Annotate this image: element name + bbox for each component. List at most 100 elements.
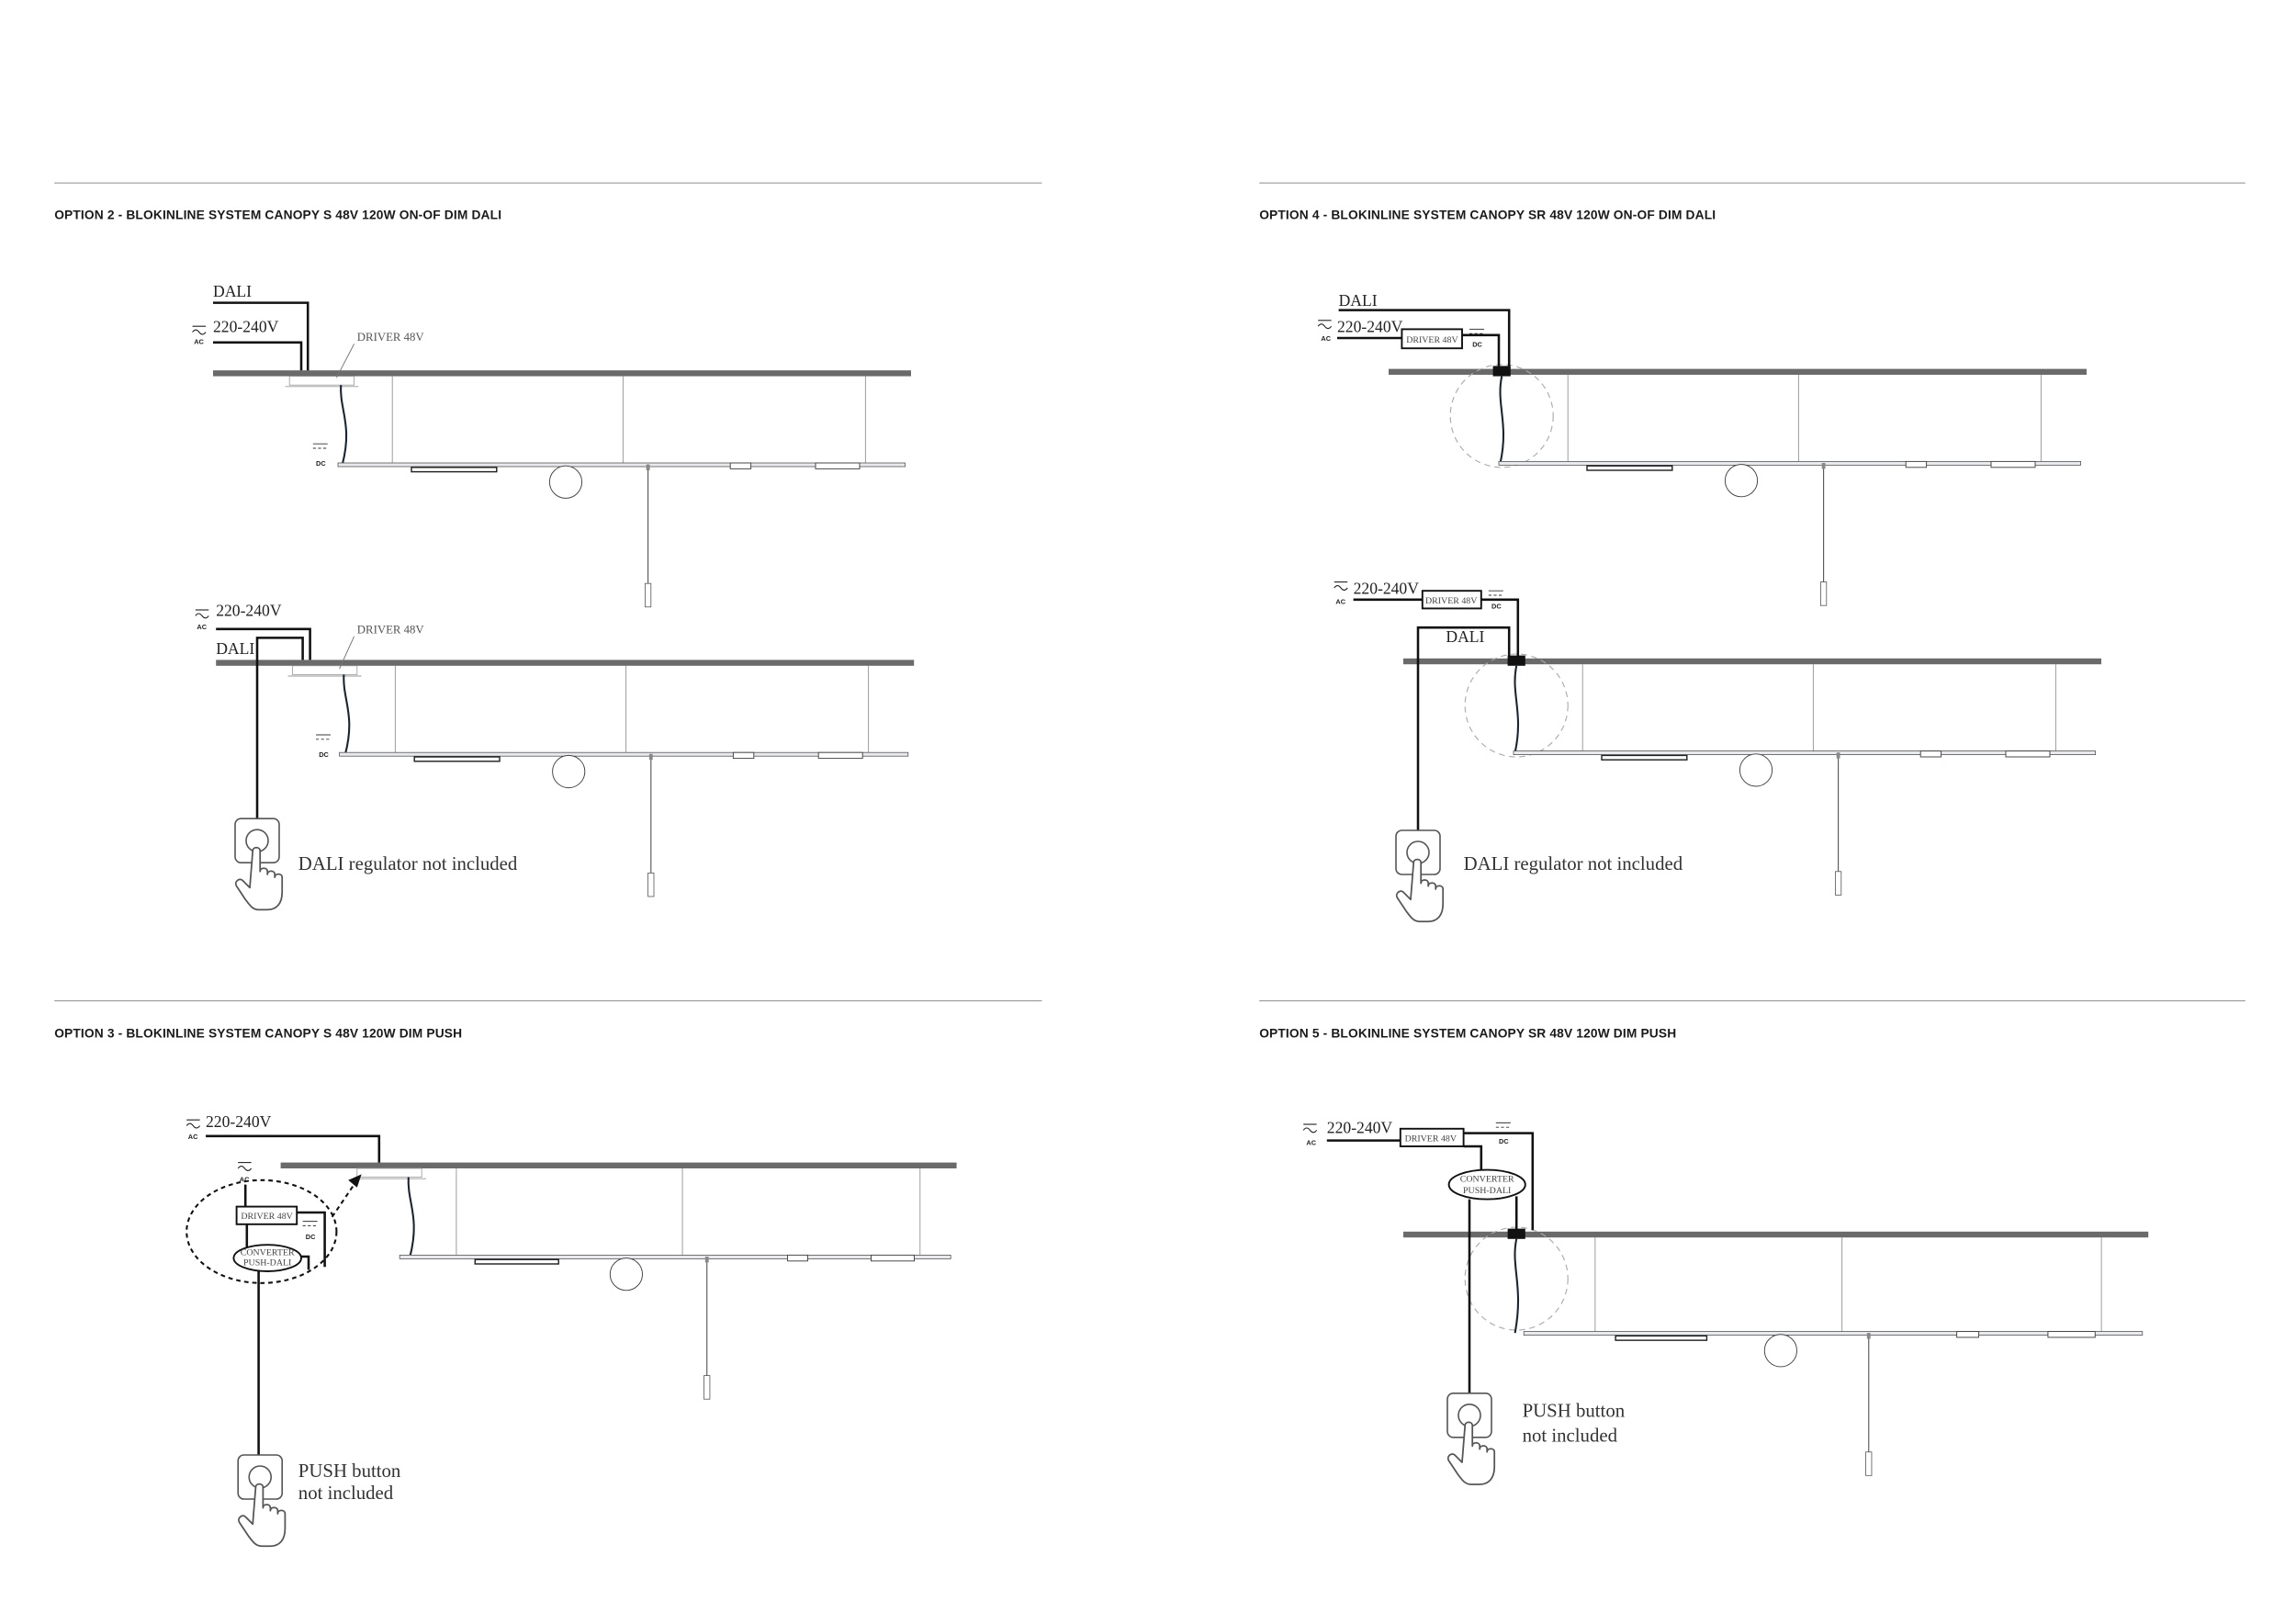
junction-block (1492, 366, 1511, 377)
magnetic-track (399, 1255, 951, 1259)
spot-module (732, 751, 755, 760)
converter-push-dali (232, 1244, 302, 1272)
ac-label: AC (197, 623, 207, 631)
push-note-line-1: PUSH button (1523, 1400, 1626, 1421)
pendant-adapter (1836, 752, 1840, 759)
magnetic-track (339, 751, 909, 757)
ac-symbol-icon (186, 1119, 201, 1129)
driver-leader-line (335, 344, 355, 378)
driver-label: DRIVER 48V (1406, 335, 1458, 345)
pendant-adapter (646, 464, 650, 470)
driver-box (235, 1205, 298, 1225)
dc-symbol-icon (1495, 1122, 1511, 1128)
voltage-label: 220-240V (1327, 1119, 1393, 1137)
dc-label: DC (319, 750, 329, 759)
driver-housing (356, 1167, 422, 1179)
power-cable (407, 1177, 415, 1257)
ac-label: AC (1306, 1138, 1316, 1146)
power-cable (343, 674, 351, 755)
suspended-fixture (1403, 1226, 2149, 1476)
ac-symbol-icon (1317, 320, 1333, 330)
ac-label: AC (240, 1175, 250, 1183)
power-cable (1514, 665, 1520, 753)
driver-label: DRIVER 48V (1405, 1133, 1458, 1144)
push-note-line-2: not included (1523, 1426, 1618, 1447)
magnetic-track (337, 462, 906, 468)
pendant-adapter (704, 1257, 709, 1263)
magnetic-track (1513, 750, 2096, 755)
dali-regulator-button-icon (1395, 829, 1445, 923)
dc-label: DC (1491, 602, 1502, 610)
pendant-adapter (648, 753, 653, 761)
linear-light-module (411, 467, 498, 473)
driver-label: DRIVER 48V (241, 1212, 293, 1222)
junction-block (1507, 1228, 1525, 1239)
detail-circle (1464, 653, 1569, 758)
converter-label-2: PUSH-DALI (243, 1258, 291, 1269)
power-cable (340, 385, 348, 465)
dali-wire (1416, 626, 1511, 830)
linear-light-module (1601, 754, 1688, 761)
spot-module (729, 462, 752, 469)
spot-module (1919, 750, 1942, 758)
push-button-icon (237, 1454, 287, 1548)
push-button-icon (1446, 1393, 1496, 1485)
linear-light-module (413, 756, 501, 762)
spot-module (1956, 1331, 1980, 1338)
pendant-light (1835, 871, 1842, 896)
pendant-light (1820, 581, 1828, 606)
option-4-title: OPTION 4 - BLOKINLINE SYSTEM CANOPY SR 4… (1259, 208, 1716, 221)
linear-spot-module (2005, 750, 2051, 758)
ceiling-canopy-bar (1389, 368, 2087, 375)
option-2-bottom-wiring: 220-240V AC DALI DRIVER 48V DC DALI regu… (195, 601, 518, 911)
dc-symbol-icon (1469, 328, 1484, 334)
regulator-note: DALI regulator not included (298, 853, 518, 874)
ceiling-canopy-bar (1403, 658, 2101, 665)
ac-wire (206, 1134, 381, 1163)
globe-light (1763, 1334, 1797, 1368)
suspended-fixture (1389, 364, 2087, 606)
dali-label: DALI (1446, 627, 1484, 646)
pendant-light (703, 1375, 711, 1400)
driver-leader-line (339, 636, 355, 670)
linear-spot-module (870, 1254, 915, 1262)
dc-label: DC (1499, 1137, 1509, 1145)
magnetic-track (1498, 461, 2081, 466)
detail-circle (1449, 364, 1554, 468)
dali-wire (255, 637, 304, 819)
ac-wire (216, 627, 311, 660)
magnetic-track (1523, 1331, 2144, 1336)
option-3-title: OPTION 3 - BLOKINLINE SYSTEM CANOPY S 48… (54, 1027, 462, 1041)
ceiling-canopy-bar (280, 1162, 957, 1168)
driver-label: DRIVER 48V (357, 331, 425, 344)
converter-label-1: CONVERTER (241, 1247, 295, 1257)
push-note-line-2: not included (298, 1483, 394, 1504)
regulator-note: DALI regulator not included (1464, 853, 1683, 874)
spot-module (787, 1254, 808, 1262)
ac-symbol-icon (1334, 581, 1348, 591)
linear-spot-module (817, 751, 863, 760)
linear-spot-module (2047, 1331, 2096, 1338)
option-2-title: OPTION 2 - BLOKINLINE SYSTEM CANOPY S 48… (54, 208, 501, 221)
push-note-line-1: PUSH button (298, 1460, 401, 1482)
voltage-label: 220-240V (213, 318, 279, 336)
ac-symbol-icon (195, 609, 209, 619)
driver-housing (292, 665, 358, 675)
linear-light-module (1615, 1335, 1708, 1341)
globe-light (1739, 753, 1773, 787)
pendant-adapter (1821, 463, 1826, 469)
option-5-wiring: 220-240V AC DRIVER 48V DC CONVERTER PUSH… (1302, 1119, 1626, 1485)
dc-label: DC (1472, 341, 1482, 349)
suspended-fixture (213, 370, 911, 608)
dc-wire (1480, 598, 1520, 658)
dashed-arrow (331, 1179, 358, 1218)
globe-light (1724, 464, 1759, 498)
option-5-title: OPTION 5 - BLOKINLINE SYSTEM CANOPY SR 4… (1259, 1027, 1676, 1041)
dali-label: DALI (216, 639, 254, 658)
junction-block (1507, 655, 1525, 666)
driver-housing (288, 376, 355, 386)
globe-light (609, 1257, 644, 1291)
dc-symbol-icon (302, 1221, 318, 1226)
dc-wire (1463, 1132, 1535, 1231)
linear-light-module (474, 1258, 559, 1265)
